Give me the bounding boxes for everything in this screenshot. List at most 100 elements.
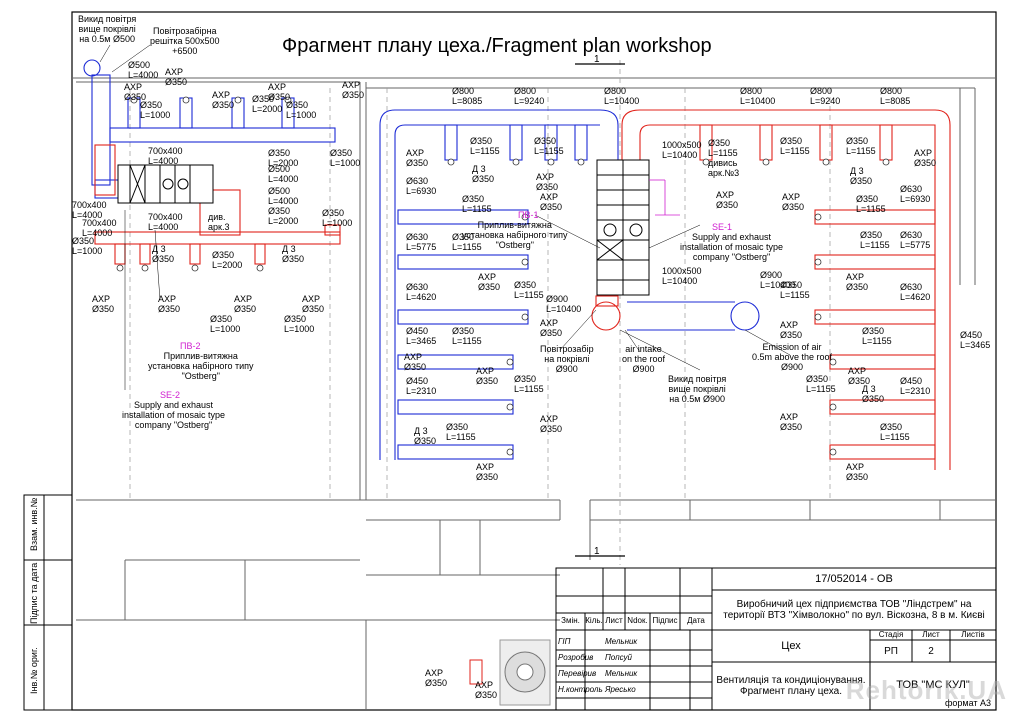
- label-c-dz-1: Д 3 Ø350: [472, 164, 495, 184]
- label-c-axr-5: AXP Ø350: [540, 318, 563, 338]
- label-r-axr-1: AXP Ø350: [716, 190, 739, 210]
- label-d800-8085-l: Ø800 L=8085: [452, 86, 483, 106]
- label-c-d350-1155-1: Ø350 L=1155: [470, 136, 500, 156]
- label-r-d350-1155-4: Ø350 L=1155: [860, 230, 890, 250]
- label-c-d630-5775: Ø630 L=5775: [406, 232, 437, 252]
- label-box-1000-top: 1000х500 L=10400: [662, 140, 702, 160]
- diffusers: [116, 96, 890, 456]
- label-d800-9240-l: Ø800 L=9240: [514, 86, 545, 106]
- pv1-supply-ducts: [379, 109, 760, 460]
- label-c-axr-3: AXP Ø350: [540, 192, 563, 212]
- stamp-inv-orig: Інв.№ ориг.: [29, 647, 39, 694]
- label-r-d630-6930: Ø630 L=6930: [900, 184, 931, 204]
- label-c-d350-1155-7: Ø350 L=1155: [514, 374, 544, 394]
- tb-section: Цех: [781, 639, 801, 652]
- label-r-d350-1155-5: Ø350 L=1155: [780, 280, 810, 300]
- label-axr-7: AXP Ø350: [158, 294, 181, 314]
- tb-col-zmin: Змін.: [561, 616, 580, 626]
- label-duct-700-2: 700х400 L=4000: [72, 200, 107, 220]
- label-c-dz-2: Д 3 Ø350: [414, 426, 437, 446]
- tb-doc-code: 17/052014 - ОВ: [815, 572, 893, 585]
- label-r-d350-1155-1: Ø350 L=1155: [780, 136, 810, 156]
- watermark: Rehtorik.UA: [845, 675, 1007, 705]
- label-c-axr-8: AXP Ø350: [540, 414, 563, 434]
- label-axr-1: AXP Ø350: [165, 67, 188, 87]
- label-c-d450-2310: Ø450 L=2310: [406, 376, 437, 396]
- label-r-d350-1155-8: Ø350 L=1155: [880, 422, 910, 442]
- label-emission: Emission of air 0.5m above the roof Ø900: [752, 342, 833, 372]
- format-label: формат А3: [945, 698, 992, 708]
- label-c-axr-7: AXP Ø350: [476, 366, 499, 386]
- section-mark-bottom: 1: [594, 546, 600, 557]
- label-r-axr-4: AXP Ø350: [846, 272, 869, 292]
- label-d350-l1000-1: Ø350 L=1000: [140, 100, 171, 120]
- label-d800-10400-r: Ø800 L=10400: [740, 86, 776, 106]
- label-c-axr-1: AXP Ø350: [406, 148, 429, 168]
- legend-axr-1: AXP Ø350: [425, 668, 448, 688]
- label-c-d350-1155-5: Ø350 L=1155: [514, 280, 544, 300]
- tb-col-kil: Кіль.: [585, 616, 603, 626]
- tb-role-1: Розробив: [558, 652, 594, 662]
- label-duct-700-3: 700х400 L=4000: [82, 218, 117, 238]
- label-d350-l2000-3: Ø350 L=2000: [268, 206, 299, 226]
- label-c-d350-1155-3: Ø350 L=1155: [462, 194, 492, 214]
- label-outlet-ua: Викид повітря вище покрівлі на 0.5м Ø900: [668, 374, 727, 404]
- label-d800-10400-l: Ø800 L=10400: [604, 86, 640, 106]
- label-r-d630-5775: Ø630 L=5775: [900, 230, 931, 250]
- label-c-axr-6: AXP Ø350: [404, 352, 427, 372]
- label-axr-4: AXP Ø350: [268, 82, 291, 102]
- label-d350-l1000-7: Ø350 L=1000: [284, 314, 315, 334]
- label-d500-l4000b: Ø500 L=4000: [268, 164, 299, 184]
- tb-col-lyst: Лист: [605, 616, 623, 626]
- label-r-d450-2310: Ø450 L=2310: [900, 376, 931, 396]
- tb-project: Виробничий цех підприємства ТОВ "Ліндстр…: [723, 599, 985, 621]
- label-d350-l1000-3: Ø350 L=1000: [330, 148, 361, 168]
- label-axr-5: AXP Ø350: [342, 80, 365, 100]
- stamp-signature-date: Підпис та дата: [29, 562, 39, 624]
- label-c-d630-6930: Ø630 L=6930: [406, 176, 437, 196]
- label-axr-9: AXP Ø350: [302, 294, 325, 314]
- label-c-d350-1155-4: Ø350 L=1155: [452, 232, 482, 252]
- pv2-supply-ducts: [83, 59, 336, 199]
- label-c-d350-1155-6: Ø350 L=1155: [452, 326, 482, 346]
- label-c-d450-3465: Ø450 L=3465: [406, 326, 437, 346]
- tb-company: ТОВ "МС КУЛ": [896, 678, 970, 691]
- label-intake-ua: Повітрозабір на покрівлі Ø900: [540, 344, 594, 374]
- label-c-axr-9: AXP Ø350: [476, 462, 499, 482]
- label-r-axr-8: AXP Ø350: [846, 462, 869, 482]
- pv1-air-handling-unit: [596, 159, 650, 296]
- legend-diffuser-symbol: [469, 639, 551, 706]
- label-r-axr-6: AXP Ø350: [848, 366, 871, 386]
- label-se1-desc: Supply and exhaust installation of mosai…: [680, 232, 784, 262]
- label-d350-l2000-4: Ø350 L=2000: [212, 250, 243, 270]
- label-r-d450-3465: Ø450 L=3465: [960, 330, 991, 350]
- label-axr-3: AXP Ø350: [212, 90, 235, 110]
- drawing-title: Фрагмент плану цеха./Fragment plan works…: [282, 35, 712, 57]
- label-d500-l4000: Ø500 L=4000: [128, 60, 159, 80]
- label-c-axr-2: AXP Ø350: [536, 172, 559, 192]
- tb-stage-h0: Стадія: [878, 629, 904, 639]
- label-pv2: ПВ-2: [180, 341, 201, 351]
- label-d350-l2000-1: Ø350 L=2000: [252, 94, 283, 114]
- label-r-d350-1155-2: Ø350 L=1155: [846, 136, 876, 156]
- label-div-ark3: див. арк.3: [208, 212, 230, 232]
- label-d500-l4000c: Ø500 L=4000: [268, 186, 299, 206]
- legend-axr-2: AXP Ø350: [475, 680, 498, 700]
- label-r-d350-1155-7: Ø350 L=1155: [806, 374, 836, 394]
- label-duct-700-4: 700х400 L=4000: [148, 212, 183, 232]
- label-duct-700-1: 700х400 L=4000: [148, 146, 183, 166]
- label-r-axr-3: AXP Ø350: [782, 192, 805, 212]
- label-c-axr-4: AXP Ø350: [478, 272, 501, 292]
- label-r-axr-5: AXP Ø350: [780, 320, 803, 340]
- tb-name-0: Мельник: [605, 636, 638, 646]
- label-d350-l2000-2: Ø350 L=2000: [268, 148, 299, 168]
- tb-name-1: Попсуй: [605, 652, 633, 662]
- tb-stage-v0: РП: [884, 645, 898, 657]
- tb-col-data: Дата: [687, 616, 705, 626]
- tb-stage-v1: 2: [928, 645, 934, 657]
- tb-role-2: Перевірив: [558, 668, 597, 678]
- label-d800-8085-r: Ø800 L=8085: [880, 86, 911, 106]
- label-div-ark: Ø350 L=1155 дивись арк.№3: [708, 138, 740, 178]
- label-axr-6: AXP Ø350: [92, 294, 115, 314]
